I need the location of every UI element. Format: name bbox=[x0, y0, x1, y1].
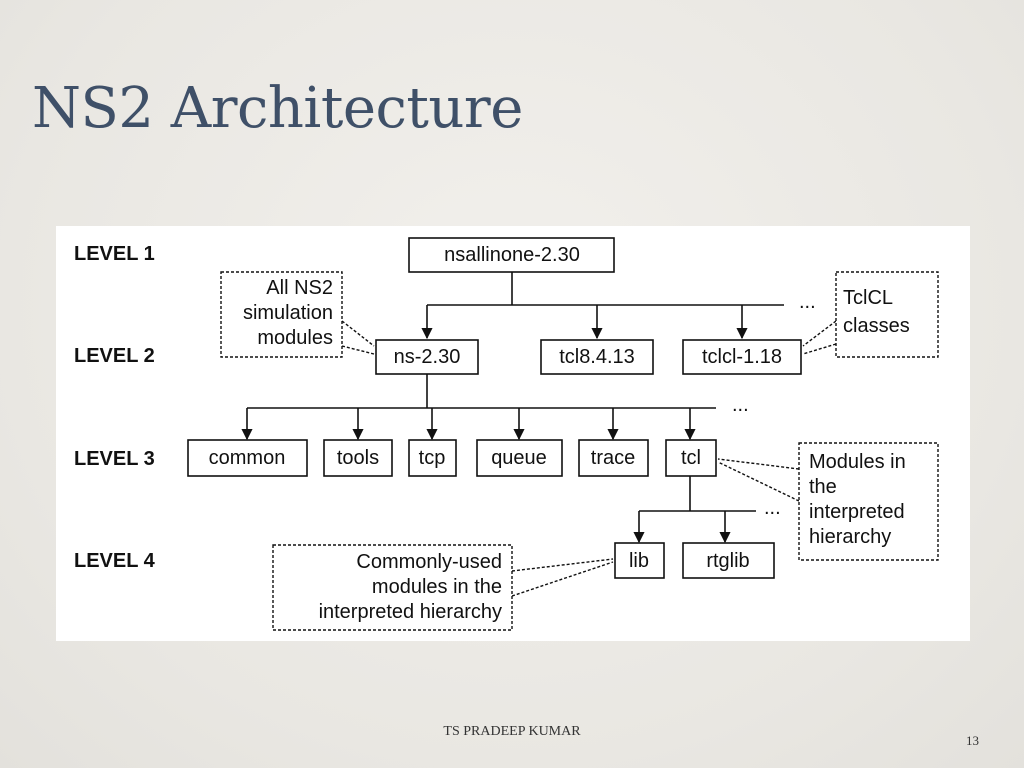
level-4-label: LEVEL 4 bbox=[74, 550, 156, 572]
level-1-label: LEVEL 1 bbox=[74, 243, 155, 265]
node-tcl8-label: tcl8.4.13 bbox=[559, 346, 635, 368]
node-tools-label: tools bbox=[337, 447, 379, 469]
node-rtglib: rtglib bbox=[682, 542, 775, 579]
diagram-canvas: LEVEL 1 LEVEL 2 LEVEL 3 LEVEL 4 ... ... bbox=[74, 237, 939, 631]
node-tclcl-label: tclcl-1.18 bbox=[702, 346, 782, 368]
node-common: common bbox=[187, 439, 308, 477]
callout-interpreted-line-3: interpreted bbox=[809, 501, 905, 523]
callout-tclcl-line-2: classes bbox=[843, 315, 910, 337]
node-trace: trace bbox=[578, 439, 649, 477]
callout-interpreted-modules: Modules in the interpreted hierarchy bbox=[798, 442, 939, 561]
node-ns-2.30: ns-2.30 bbox=[375, 339, 479, 375]
callout-all-ns2-line-1: All NS2 bbox=[266, 277, 333, 299]
level-1-connectors bbox=[421, 272, 784, 340]
level-2-connectors bbox=[241, 374, 716, 441]
callout-all-ns2-modules: All NS2 simulation modules bbox=[220, 271, 343, 358]
callout-commonly-used-modules: Commonly-used modules in the interpreted… bbox=[272, 544, 513, 631]
callout-interpreted-line-1: Modules in bbox=[809, 451, 906, 473]
node-tclcl-1.18: tclcl-1.18 bbox=[682, 339, 802, 375]
level-4-ellipsis: ... bbox=[764, 497, 781, 519]
callout-interpreted-line-2: the bbox=[809, 476, 837, 498]
callout-interpreted-line-4: hierarchy bbox=[809, 526, 891, 548]
footer-author: TS PRADEEP KUMAR bbox=[443, 724, 581, 739]
callout-commonly-line-3: interpreted hierarchy bbox=[319, 601, 502, 623]
node-tcl-label: tcl bbox=[681, 447, 701, 469]
callout-commonly-line-1: Commonly-used bbox=[356, 551, 502, 573]
node-tcp: tcp bbox=[408, 439, 457, 477]
level-2-ellipsis: ... bbox=[799, 291, 816, 313]
node-trace-label: trace bbox=[591, 447, 635, 469]
callout-all-ns2-line-3: modules bbox=[257, 327, 333, 349]
page-number: 13 bbox=[966, 733, 979, 748]
callout-commonly-line-2: modules in the bbox=[372, 576, 502, 598]
level-2-label: LEVEL 2 bbox=[74, 345, 155, 367]
node-queue: queue bbox=[476, 439, 563, 477]
node-lib-label: lib bbox=[629, 550, 649, 572]
callout-leaders bbox=[341, 320, 837, 597]
node-lib: lib bbox=[614, 542, 665, 579]
node-common-label: common bbox=[209, 447, 286, 469]
callout-tclcl-line-1: TclCL bbox=[843, 287, 893, 309]
level-3-connectors bbox=[633, 476, 756, 544]
level-3-ellipsis: ... bbox=[732, 394, 749, 416]
node-tcl8.4.13: tcl8.4.13 bbox=[540, 339, 654, 375]
callout-all-ns2-line-2: simulation bbox=[243, 302, 333, 324]
node-nsallinone: nsallinone-2.30 bbox=[408, 237, 615, 273]
node-nsallinone-label: nsallinone-2.30 bbox=[444, 244, 580, 266]
slide-title: NS2 Architecture bbox=[32, 76, 523, 141]
architecture-diagram: LEVEL 1 LEVEL 2 LEVEL 3 LEVEL 4 ... ... bbox=[56, 226, 970, 641]
node-queue-label: queue bbox=[491, 447, 547, 469]
node-tcl: tcl bbox=[665, 439, 717, 477]
node-tcp-label: tcp bbox=[419, 447, 446, 469]
node-rtglib-label: rtglib bbox=[706, 550, 749, 572]
node-tools: tools bbox=[323, 439, 393, 477]
node-ns-label: ns-2.30 bbox=[394, 346, 461, 368]
callout-tclcl-classes: TclCL classes bbox=[835, 271, 939, 358]
level-3-label: LEVEL 3 bbox=[74, 448, 155, 470]
